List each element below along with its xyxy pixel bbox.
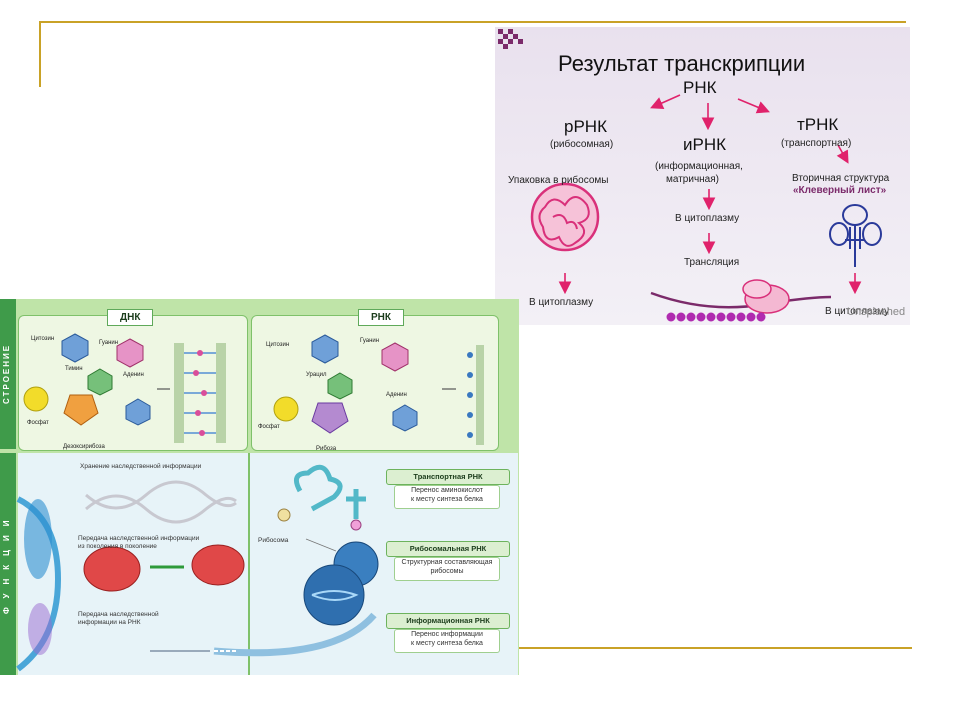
frame-bottom-line xyxy=(498,647,912,649)
trna-amino-acid-icon xyxy=(277,508,291,522)
dna-cells-icon xyxy=(83,544,245,592)
irna-sublabel-2: матричная) xyxy=(666,174,719,185)
trna-shape-icon xyxy=(293,464,366,519)
rna-type-transport-header: Транспортная РНК xyxy=(386,469,510,485)
dna-helix-icon xyxy=(85,480,237,524)
ribosome-ball-icon xyxy=(530,182,600,252)
rna-label-guanine: Гуанин xyxy=(360,338,380,344)
rna-label-uracil: Урацил xyxy=(306,372,327,378)
dna-structure-panel: ДНК Цитозин Гуанин Тимин Аденин Фосфат Д… xyxy=(18,309,248,451)
dna-label-phosphate: Фосфат xyxy=(27,420,49,426)
dna-label-thymine: Тимин xyxy=(65,366,83,372)
arrow-trna-1 xyxy=(836,144,849,164)
trna-label: тРНК xyxy=(797,115,839,134)
arrow-to-trna xyxy=(737,98,770,114)
side-bar-structure: СТРОЕНИЕ xyxy=(0,299,16,449)
rna-label-ribose: Рибоза xyxy=(316,446,337,452)
rna-header: РНК xyxy=(358,309,404,326)
dna-label-adenine: Аденин xyxy=(123,372,144,378)
diagram-title: Результат транскрипции xyxy=(558,51,806,76)
dna-header: ДНК xyxy=(107,309,154,326)
trna-step-cytoplasm: В цитоплазму xyxy=(825,306,890,317)
cell-nucleus-icon xyxy=(16,496,62,672)
dna-molecules-icon xyxy=(23,333,151,426)
irna-label: иРНК xyxy=(683,135,727,154)
trna-step-cloverleaf: «Клеверный лист» xyxy=(793,185,887,196)
frame-top-line xyxy=(40,21,906,23)
rrna-sublabel: (рибосомная) xyxy=(550,139,614,150)
polypeptide-chain-icon xyxy=(666,312,766,322)
rna-type-ribosomal-header: Рибосомальная РНК xyxy=(386,541,510,557)
textbook-graphics xyxy=(16,333,484,675)
watermark-text: Unsplashed xyxy=(847,306,906,318)
trna2-amino-acid-icon xyxy=(350,519,362,531)
dna-ladder-icon xyxy=(174,343,226,443)
rna-molecules-icon xyxy=(273,334,418,434)
checker-decoration xyxy=(495,27,525,49)
irna-step-cytoplasm: В цитоплазму xyxy=(675,213,740,224)
rrna-step-cytoplasm: В цитоплазму xyxy=(529,297,594,308)
rna-type-messenger-desc: Перенос информации к месту синтеза белка xyxy=(394,629,500,653)
trna-step-structure: Вторичная структура xyxy=(792,173,890,184)
irna-step-translation: Трансляция xyxy=(684,257,740,268)
dna-function-1: Хранение наследственной информации xyxy=(80,463,202,470)
rna-structure-panel: РНК Цитозин Гуанин Урацил Аденин Фосфат … xyxy=(251,309,499,452)
rna-label-cytosine: Цитозин xyxy=(266,342,290,348)
transcription-graphics xyxy=(530,94,882,322)
side-bar-functions: ФУНКЦИИ xyxy=(0,453,16,675)
rna-label-adenine: Аденин xyxy=(386,392,407,398)
dna-rna-textbook-figure: СТРОЕНИЕ ФУНКЦИИ ДНК Цитозин Гуанин Тими… xyxy=(0,299,519,675)
arrow-to-rrna xyxy=(650,94,681,109)
rna-strand-icon xyxy=(467,345,484,445)
trna-sublabel: (транспортная) xyxy=(781,138,852,149)
dna-function-2: Передача наследственной информации из по… xyxy=(78,535,200,550)
rna-label-phosphate: Фосфат xyxy=(258,424,280,430)
cloverleaf-trna-icon xyxy=(829,204,882,267)
rna-root-label: РНК xyxy=(683,78,717,97)
frame-left-bar xyxy=(39,21,41,87)
rna-type-transport-desc: Перенос аминокислот к месту синтеза белк… xyxy=(394,485,500,509)
dna-label-guanine: Гуанин xyxy=(99,340,119,346)
mrna-strand-icon xyxy=(213,612,377,657)
ribosome-label: Рибосома xyxy=(258,537,289,544)
transcription-diagram: Результат транскрипции РНК xyxy=(495,27,910,325)
ribosome-structure-icon xyxy=(303,541,379,626)
rrna-step-packaging: Упаковка в рибосомы xyxy=(508,175,609,186)
rna-type-messenger-header: Информационная РНК xyxy=(386,613,510,629)
dna-label-deoxyribose: Дезоксирибоза xyxy=(63,444,105,450)
dna-label-cytosine: Цитозин xyxy=(31,336,55,342)
rna-type-ribosomal-desc: Структурная составляющая рибосомы xyxy=(394,557,500,581)
translation-ribosome-icon xyxy=(650,279,832,314)
irna-sublabel-1: (информационная, xyxy=(655,161,743,172)
dna-function-3: Передача наследственной информации на РН… xyxy=(78,611,159,626)
rrna-label: рРНК xyxy=(564,117,607,136)
